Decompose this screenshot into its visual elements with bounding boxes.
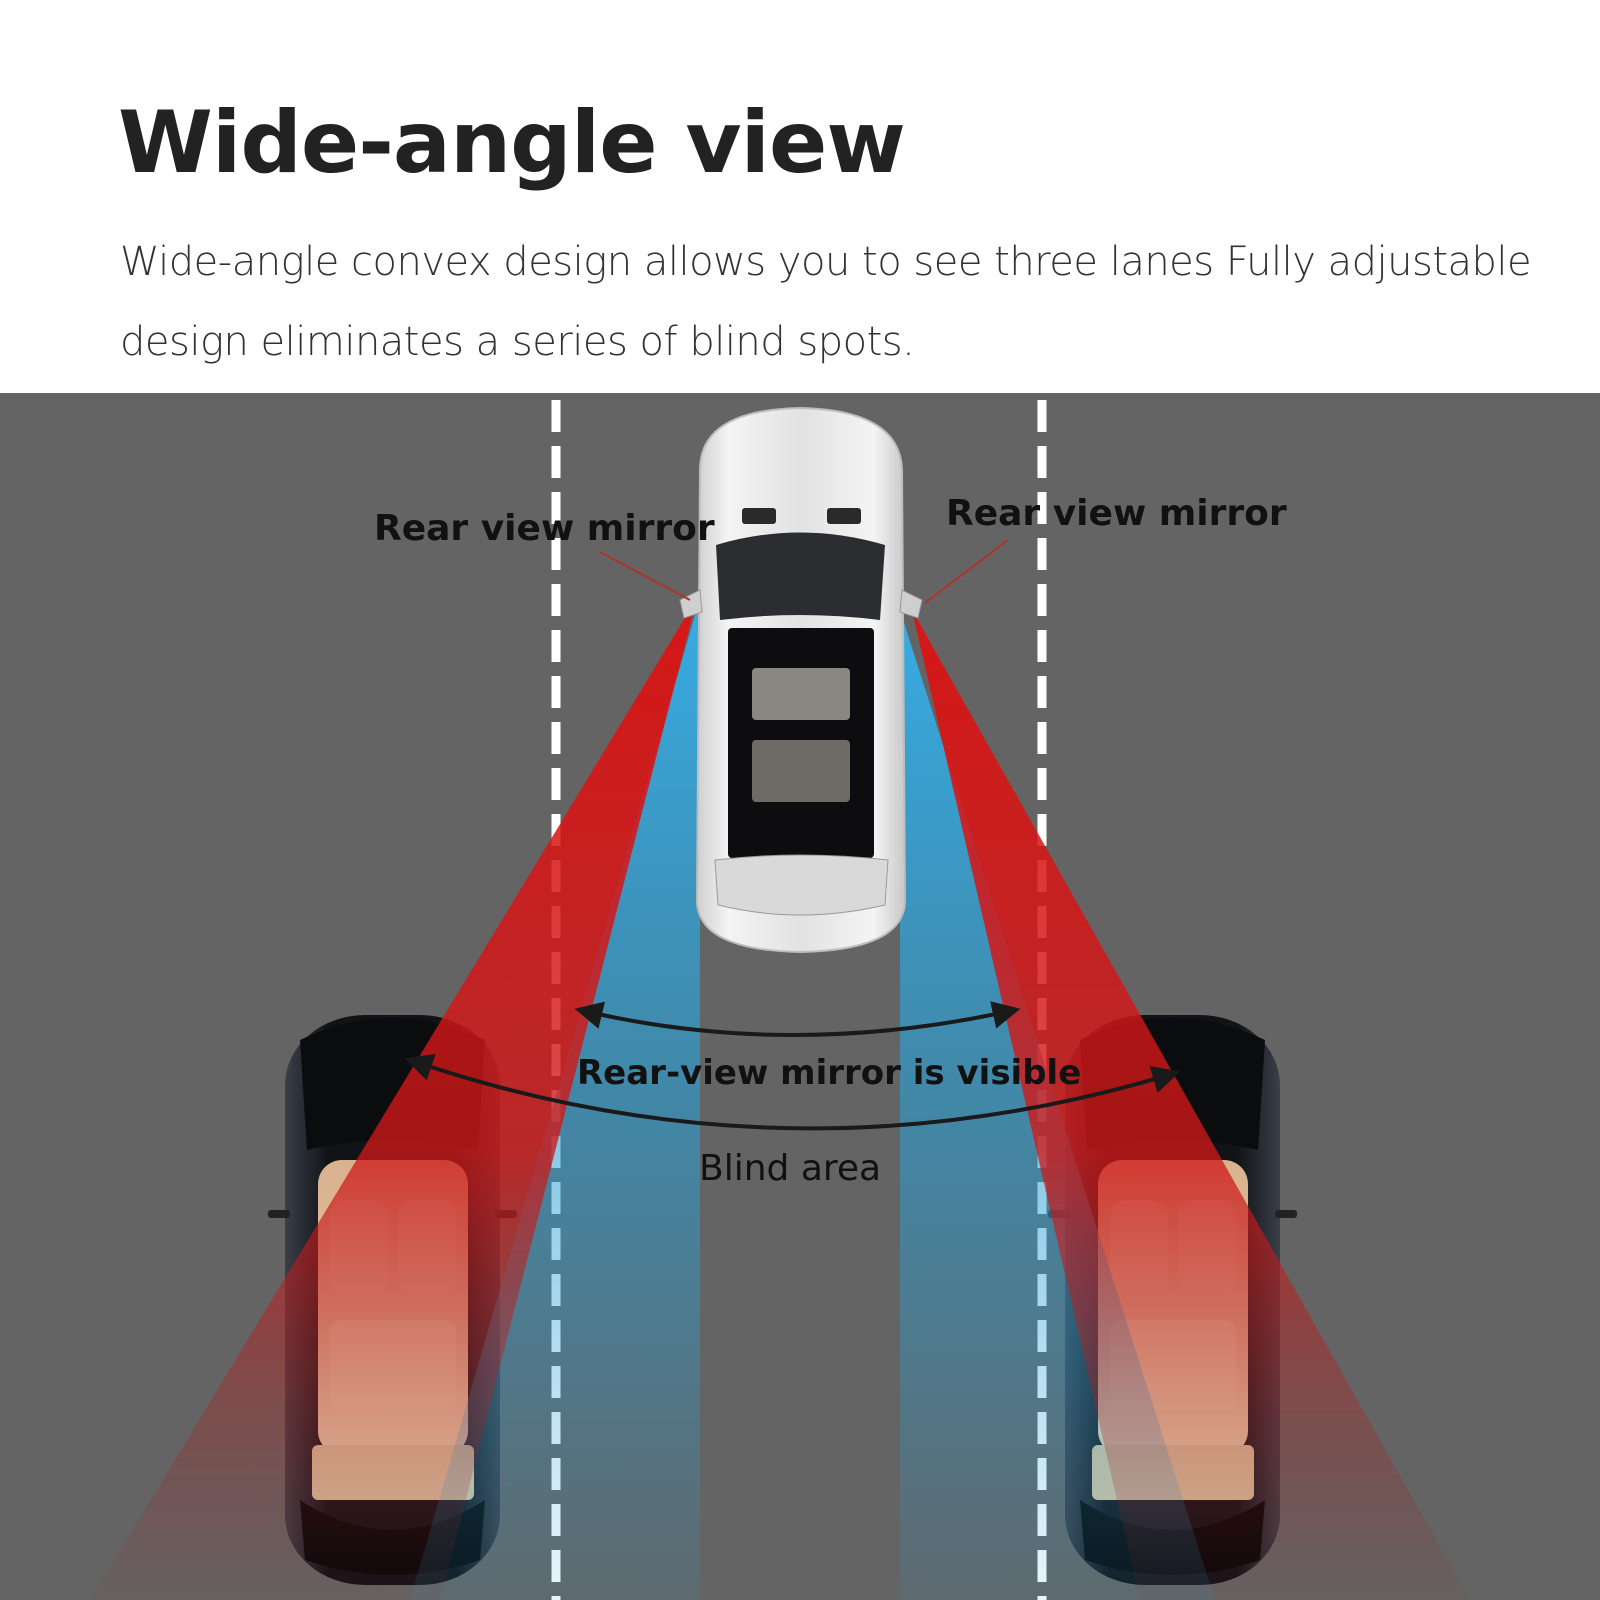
wide-angle-beam-right bbox=[912, 610, 1470, 1600]
left-mirror-label: Rear view mirror bbox=[374, 508, 715, 549]
right-mirror-label: Rear view mirror bbox=[946, 493, 1287, 534]
wide-angle-beam-left bbox=[90, 598, 697, 1600]
road-diagram: Rear view mirror Rear view mirror Rear-v… bbox=[0, 393, 1600, 1600]
blind-zone-arrow bbox=[404, 1053, 1181, 1131]
page-description: Wide-angle convex design allows you to s… bbox=[120, 239, 1532, 365]
blind-zone-label: Blind area bbox=[699, 1148, 882, 1189]
left-mirror-pointer bbox=[599, 551, 691, 601]
ego-car bbox=[679, 406, 923, 954]
visible-zone-arrow bbox=[574, 1001, 1021, 1037]
header: Wide-angle view Wide-angle convex design… bbox=[0, 0, 1600, 393]
right-mirror-pointer bbox=[924, 539, 1009, 604]
visible-zone-label: Rear-view mirror is visible bbox=[577, 1053, 1082, 1093]
page-title: Wide-angle view bbox=[118, 93, 906, 193]
